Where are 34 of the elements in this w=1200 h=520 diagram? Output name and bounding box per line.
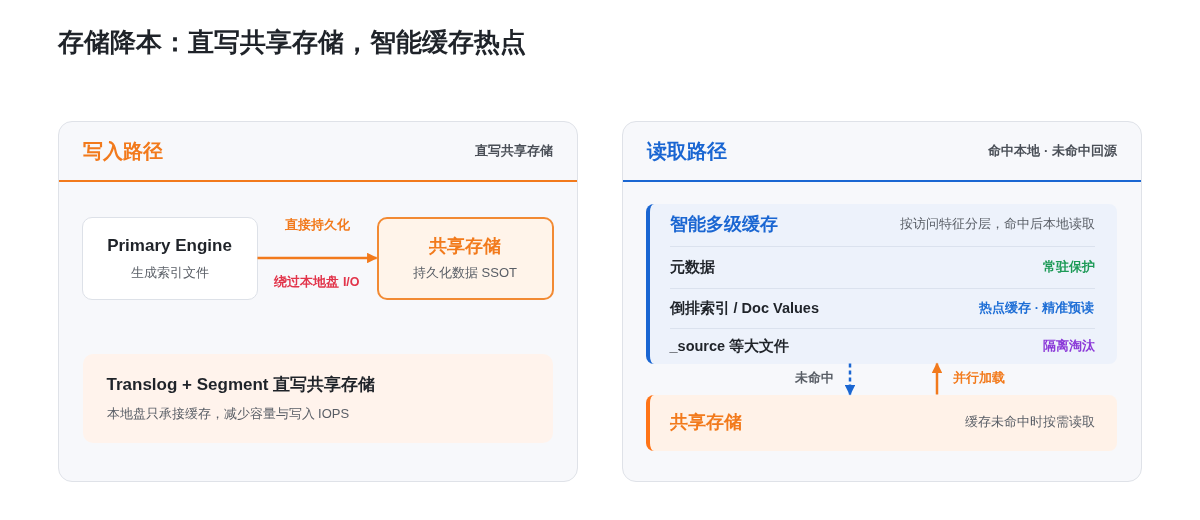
edge-label: 直接持久化 <box>284 218 350 234</box>
storage-box <box>376 216 554 300</box>
card-title: 共享存储 <box>669 411 742 434</box>
card-title: 智能多级缓存 <box>669 213 778 236</box>
panel-subtitle: 直写共享存储 <box>475 143 553 160</box>
row-title: 倒排索引 / Doc Values <box>669 299 819 318</box>
arrow <box>257 252 378 264</box>
box-subtitle: 生成索引文件 <box>130 264 209 281</box>
card-note: 缓存未命中时按需读取 <box>964 414 1095 431</box>
panel-card <box>622 121 1142 482</box>
row-title: 元数据 <box>669 258 715 277</box>
row-tag: 隔离淘汰 <box>1042 338 1095 355</box>
box-title: Primary Engine <box>107 235 232 257</box>
arrow <box>844 363 856 396</box>
edge-label: 并行加载 <box>953 371 1005 387</box>
arrow-note: 绕过本地盘 I/O <box>274 275 360 291</box>
panel-title: 写入路径 <box>83 139 163 164</box>
note-text: 本地盘只承接缓存，减少容量与写入 IOPS <box>106 406 350 423</box>
panel-subtitle: 命中本地 · 未命中回源 <box>988 143 1117 160</box>
page-title: 存储降本：直写共享存储，智能缓存热点 <box>58 26 526 59</box>
process-box <box>81 216 258 300</box>
row-title: _source 等大文件 <box>669 337 790 356</box>
box-title: 共享存储 <box>429 234 501 258</box>
box-subtitle: 持久化数据 SSOT <box>413 265 517 282</box>
panel-card <box>58 121 578 482</box>
row-tag: 热点缓存 · 精准预读 <box>979 300 1095 317</box>
card-note: 按访问特征分层，命中后本地读取 <box>899 216 1095 233</box>
cache-card <box>645 203 1117 364</box>
row-tag: 常驻保护 <box>1042 259 1095 276</box>
arrow <box>931 362 943 395</box>
panel-title: 读取路径 <box>647 139 727 164</box>
storage-card <box>645 394 1117 451</box>
note-title: Translog + Segment 直写共享存储 <box>106 373 376 395</box>
edge-label: 未命中 <box>795 371 834 387</box>
